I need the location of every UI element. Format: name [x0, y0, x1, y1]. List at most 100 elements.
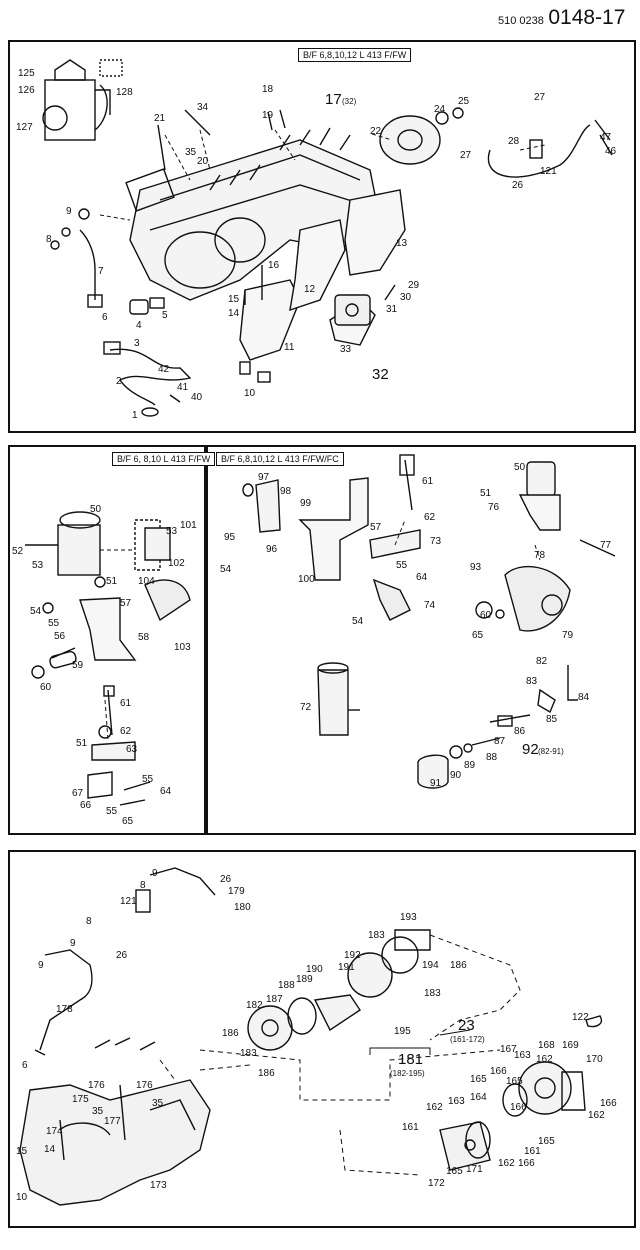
mid-right-parts: [242, 454, 616, 789]
label: 161: [524, 1146, 541, 1157]
label: (161-172): [450, 1035, 485, 1044]
label: 27: [534, 92, 546, 103]
label: 67: [72, 788, 84, 799]
part-33: [334, 294, 371, 326]
top-panel-caption: B/F 6,8,10,12 L 413 F/FW: [298, 48, 412, 62]
label: 52: [12, 546, 24, 557]
label: 76: [488, 502, 500, 513]
label: 24: [434, 104, 446, 115]
label: 103: [174, 642, 191, 653]
label: 90: [450, 770, 462, 781]
label: 166: [518, 1158, 535, 1169]
label: 9: [66, 206, 72, 217]
label: 167: [500, 1044, 517, 1055]
label: 47: [600, 132, 612, 143]
label: 18: [262, 84, 274, 95]
bottom-parts: [19, 867, 603, 1206]
label: 3: [134, 338, 140, 349]
label: 9: [152, 868, 158, 879]
label: 77: [600, 540, 612, 551]
label: 166: [600, 1098, 617, 1109]
label: 83: [526, 676, 538, 687]
label: 19: [262, 110, 274, 121]
label: 192: [344, 950, 361, 961]
document-number-prefix: 510 0238: [498, 15, 544, 27]
label: 55: [106, 806, 118, 817]
label: 161: [402, 1122, 419, 1133]
label: 16: [268, 260, 280, 271]
label: 8: [86, 916, 92, 927]
label: 87: [494, 736, 506, 747]
mid-right-guide-lines: [394, 519, 541, 561]
label: 164: [470, 1092, 487, 1103]
mid-left-panel-labels: 50 52 53 51 53 101 102 54 55 56 57 58 10…: [12, 504, 197, 827]
label: 64: [160, 786, 172, 797]
label: 89: [464, 760, 476, 771]
bottom-panel-labels: 9 8 26 179 180 121 8 9 26 9 178 6 176 17…: [16, 868, 617, 1203]
label: 96: [266, 544, 278, 555]
mid-left-guide-lines: [100, 549, 135, 741]
label: 10: [16, 1192, 28, 1203]
label: 42: [158, 364, 170, 375]
label: 51: [76, 738, 88, 749]
label: 55: [142, 774, 154, 785]
pipe-bracket-2: [103, 341, 192, 417]
label: 182: [246, 1000, 263, 1011]
label: 2: [116, 376, 122, 387]
label: 31: [386, 304, 398, 315]
label: 34: [197, 102, 209, 113]
mid-right-panel-caption: B/F 6,8,10,12 L 413 F/FW/FC: [216, 452, 344, 466]
label: 60: [480, 610, 492, 621]
label: 165: [538, 1136, 555, 1147]
label: 29: [408, 280, 420, 291]
mid-left-panel: [8, 445, 206, 835]
top-panel: [8, 40, 636, 433]
label: (82-91): [538, 747, 564, 756]
label: 14: [44, 1144, 56, 1155]
label: 175: [72, 1094, 89, 1105]
label: 186: [222, 1028, 239, 1039]
label: 85: [546, 714, 558, 725]
injection-pump-body: [125, 127, 381, 301]
label: 41: [177, 382, 189, 393]
label: 162: [588, 1110, 605, 1121]
top-panel-labels: 125 126 127 128 21 34 35 20 18 19 17 (32…: [16, 68, 617, 421]
label: 23: [458, 1017, 475, 1034]
label: 32: [372, 366, 389, 383]
label: 99: [300, 498, 312, 509]
label: 169: [562, 1040, 579, 1051]
label: 93: [470, 562, 482, 573]
label: 121: [120, 896, 137, 907]
label: 4: [136, 320, 142, 331]
label: 65: [472, 630, 484, 641]
label: 50: [90, 504, 102, 515]
label: 165: [470, 1074, 487, 1085]
label: 179: [228, 886, 245, 897]
label: 6: [102, 312, 108, 323]
label: 187: [266, 994, 283, 1005]
bottom-guide-lines: [159, 934, 521, 1176]
label: 30: [400, 292, 412, 303]
label: 186: [450, 960, 467, 971]
label: 180: [234, 902, 251, 913]
drive-coupling: [379, 107, 464, 165]
label: 194: [422, 960, 439, 971]
label: 98: [280, 486, 292, 497]
label: 35: [152, 1098, 164, 1109]
label: 128: [116, 87, 133, 98]
label: 163: [514, 1050, 531, 1061]
label: 55: [396, 560, 408, 571]
label: 189: [296, 974, 313, 985]
label: 127: [16, 122, 33, 133]
label: 60: [40, 682, 52, 693]
label: 171: [466, 1164, 483, 1175]
label: 7: [98, 266, 104, 277]
label: 177: [104, 1116, 121, 1127]
label: 35: [92, 1106, 104, 1117]
bottom-grouping-brackets: [369, 1029, 471, 1055]
label: 22: [370, 126, 382, 137]
label: 33: [340, 344, 352, 355]
label: 183: [240, 1048, 257, 1059]
label: 62: [120, 726, 132, 737]
